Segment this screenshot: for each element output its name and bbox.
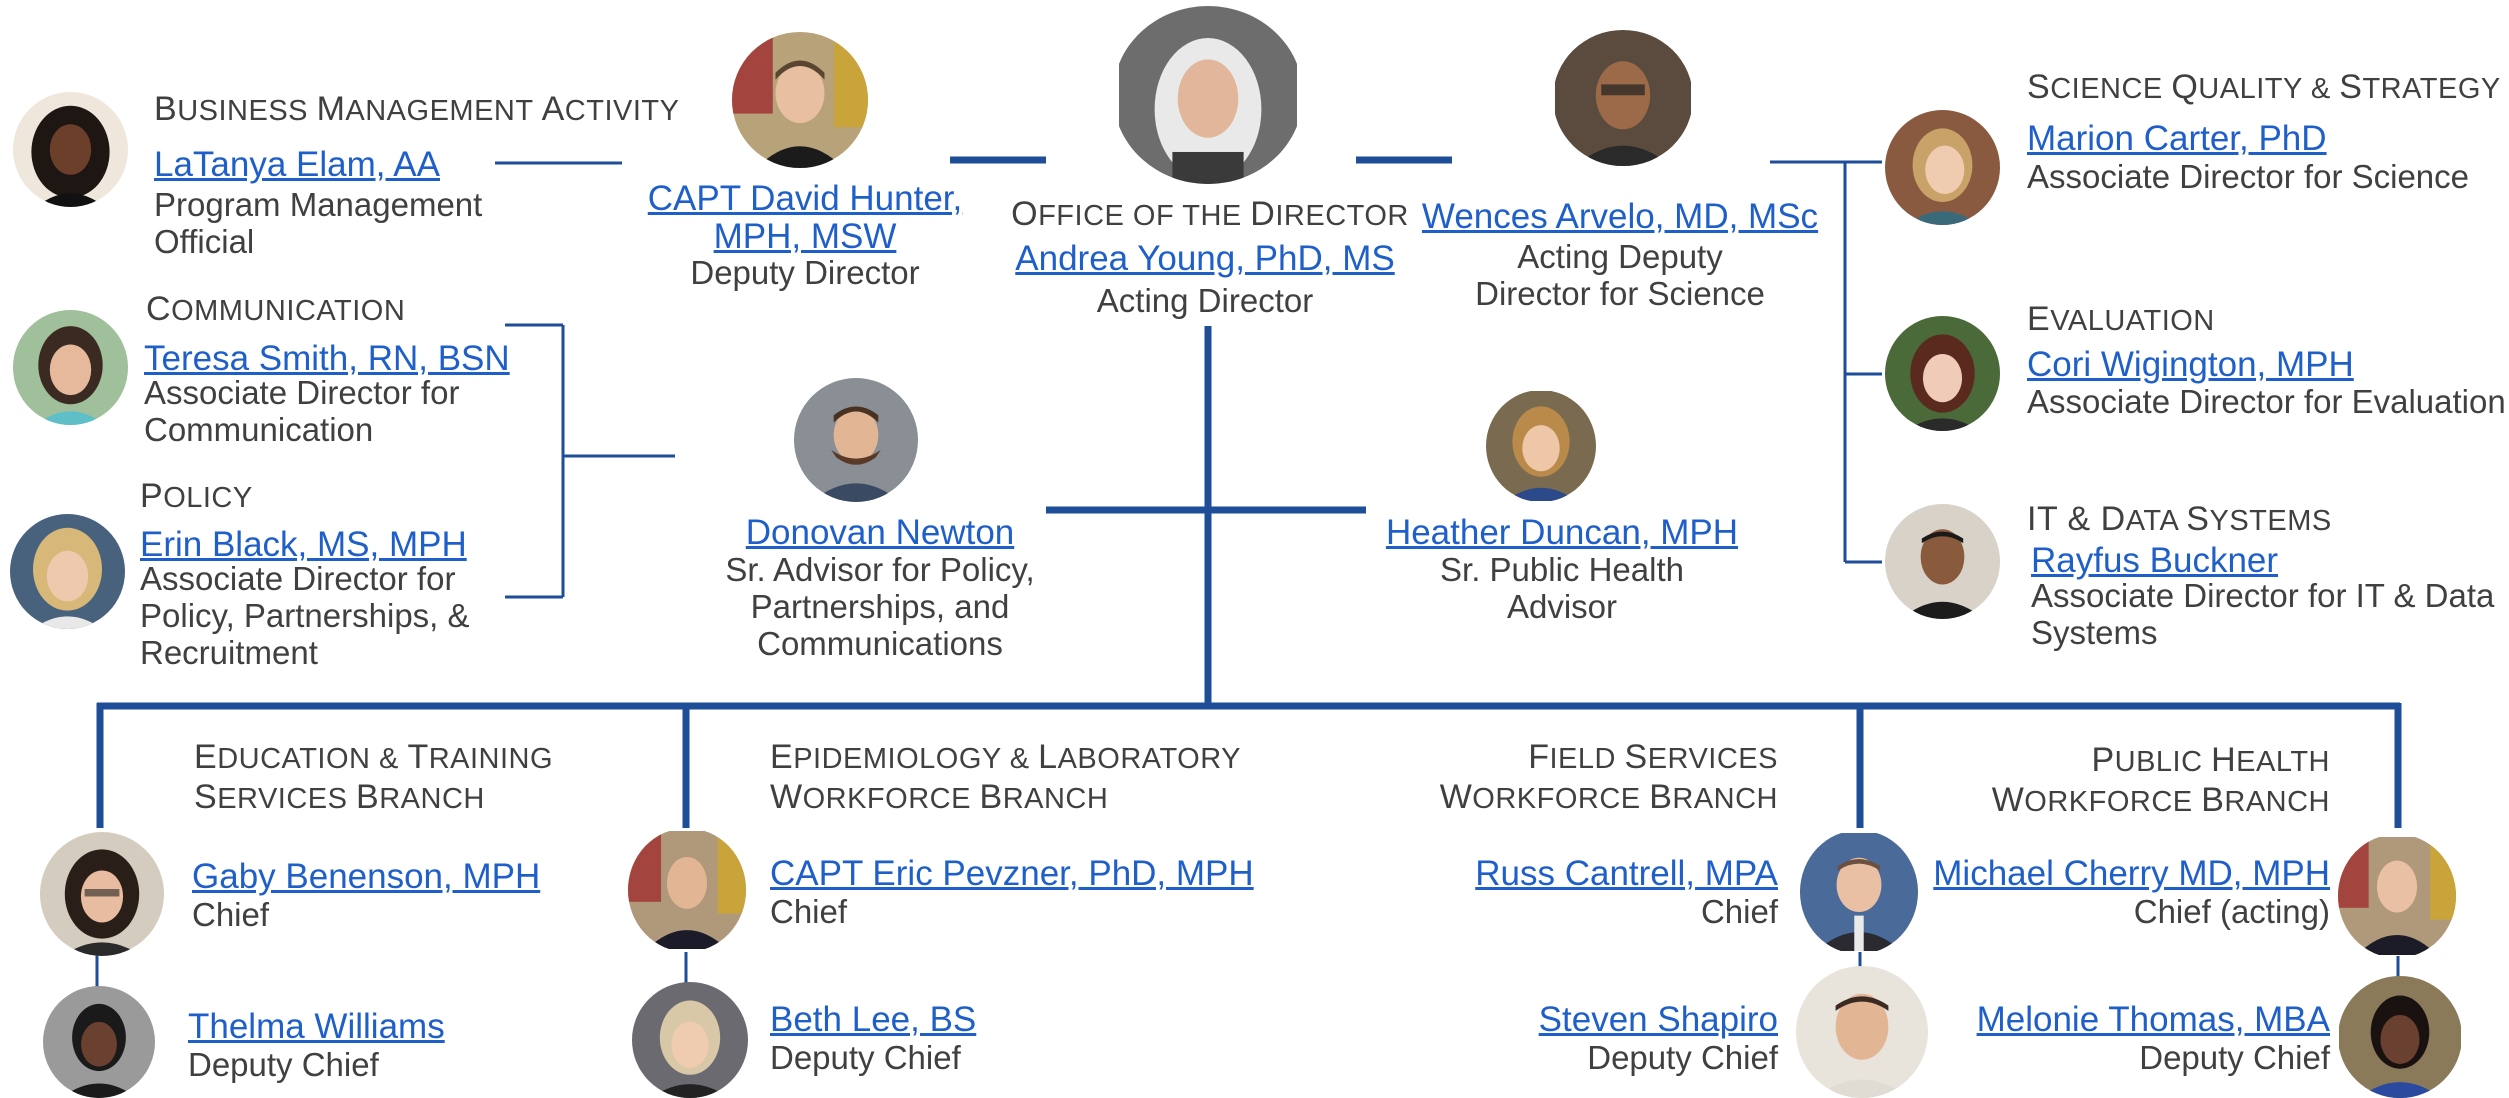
- deputy-director-title: Deputy Director: [690, 254, 920, 291]
- policy-photo: [10, 514, 125, 629]
- evaluation-title: Associate Director for Evaluation: [2027, 383, 2506, 420]
- branch-field-header: FIELD SERVICES WORKFORCE BRANCH: [1439, 738, 1778, 816]
- evaluation-header: EVALUATION: [2027, 300, 2215, 338]
- it-data-photo: [1885, 504, 2000, 619]
- science-quality-name-link[interactable]: Marion Carter, PhD: [2027, 119, 2327, 158]
- director-name-link[interactable]: Andrea Young, PhD, MS: [1015, 239, 1395, 278]
- communication-name-link[interactable]: Teresa Smith, RN, BSN: [144, 339, 510, 378]
- branch-field-deputy-link[interactable]: Steven Shapiro: [1538, 1000, 1778, 1039]
- policy-header: POLICY: [140, 477, 253, 515]
- branch-field-chief-photo: [1800, 830, 1918, 954]
- branch-epidemiology-deputy-link[interactable]: Beth Lee, BS: [770, 1000, 977, 1039]
- branch-field-chief-link[interactable]: Russ Cantrell, MPA: [1475, 854, 1778, 893]
- deputy-science-photo: [1553, 30, 1693, 166]
- branch-public-health-deputy-title: Deputy Chief: [2139, 1039, 2330, 1076]
- branch-public-health-chief-photo: [2338, 834, 2456, 958]
- evaluation-name-link[interactable]: Cori Wigington, MPH: [2027, 345, 2354, 384]
- communication-photo: [13, 310, 128, 425]
- branch-epidemiology-chief-link[interactable]: CAPT Eric Pevzner, PhD, MPH: [770, 854, 1254, 893]
- branch-epidemiology-chief-photo: [628, 828, 746, 952]
- branch-public-health-chief-link[interactable]: Michael Cherry MD, MPH: [1933, 854, 2330, 893]
- branch-epidemiology-deputy-photo: [632, 982, 748, 1098]
- advisor-policy-photo: [794, 378, 918, 502]
- deputy-director-photo: [732, 32, 868, 168]
- it-data-name-link[interactable]: Rayfus Buckner: [2031, 541, 2279, 580]
- branch-epidemiology-header: EPIDEMIOLOGY & LABORATORY WORKFORCE BRAN…: [770, 738, 1241, 816]
- branch-education-deputy-title: Deputy Chief: [188, 1046, 379, 1083]
- director-office-header: OFFICE OF THE DIRECTOR: [1011, 195, 1409, 233]
- evaluation-photo: [1885, 316, 2000, 431]
- advisor-policy-name-link[interactable]: Donovan Newton: [745, 513, 1015, 552]
- branch-education-chief-link[interactable]: Gaby Benenson, MPH: [192, 857, 541, 896]
- deputy-director-name-link[interactable]: CAPT David Hunter,MPH, MSW: [647, 179, 963, 256]
- director-photo: [1113, 6, 1303, 184]
- branch-education-deputy-photo: [43, 986, 155, 1098]
- branch-public-health-deputy-photo: [2338, 976, 2462, 1098]
- branch-education-chief-title: Chief: [192, 896, 270, 933]
- branch-field-chief-title: Chief: [1700, 893, 1778, 930]
- branch-education-deputy-link[interactable]: Thelma Williams: [188, 1007, 445, 1046]
- science-quality-header: SCIENCE QUALITY & STRATEGY: [2027, 68, 2501, 106]
- deputy-science-name-link[interactable]: Wences Arvelo, MD, MSc: [1421, 197, 1819, 236]
- business-header: BUSINESS MANAGEMENT ACTIVITY: [154, 90, 680, 128]
- policy-name-link[interactable]: Erin Black, MS, MPH: [140, 525, 467, 564]
- science-quality-photo: [1885, 110, 2000, 225]
- branch-epidemiology-chief-title: Chief: [770, 893, 848, 930]
- business-photo: [13, 92, 128, 207]
- business-name-link[interactable]: LaTanya Elam, AA: [154, 145, 440, 184]
- advisor-policy-title: Sr. Advisor for Policy,Partnerships, and…: [725, 551, 1035, 662]
- director-title: Acting Director: [1096, 282, 1314, 319]
- branch-education-header: EDUCATION & TRAINING SERVICES BRANCH: [194, 738, 554, 816]
- branch-epidemiology-deputy-title: Deputy Chief: [770, 1039, 961, 1076]
- communication-header: COMMUNICATION: [146, 290, 406, 328]
- branch-public-health-deputy-link[interactable]: Melonie Thomas, MBA: [1976, 1000, 2330, 1039]
- branch-public-health-header: PUBLIC HEALTH WORKFORCE BRANCH: [1991, 741, 2330, 819]
- branch-public-health-chief-title: Chief (acting): [2133, 893, 2330, 930]
- advisor-health-name-link[interactable]: Heather Duncan, MPH: [1385, 513, 1739, 552]
- branch-education-chief-photo: [40, 832, 164, 956]
- it-data-header: IT & DATA SYSTEMS: [2027, 500, 2332, 538]
- advisor-health-photo: [1486, 390, 1596, 502]
- science-quality-title: Associate Director for Science: [2027, 158, 2470, 195]
- branch-field-deputy-photo: [1796, 966, 1928, 1098]
- branch-field-deputy-title: Deputy Chief: [1587, 1039, 1778, 1076]
